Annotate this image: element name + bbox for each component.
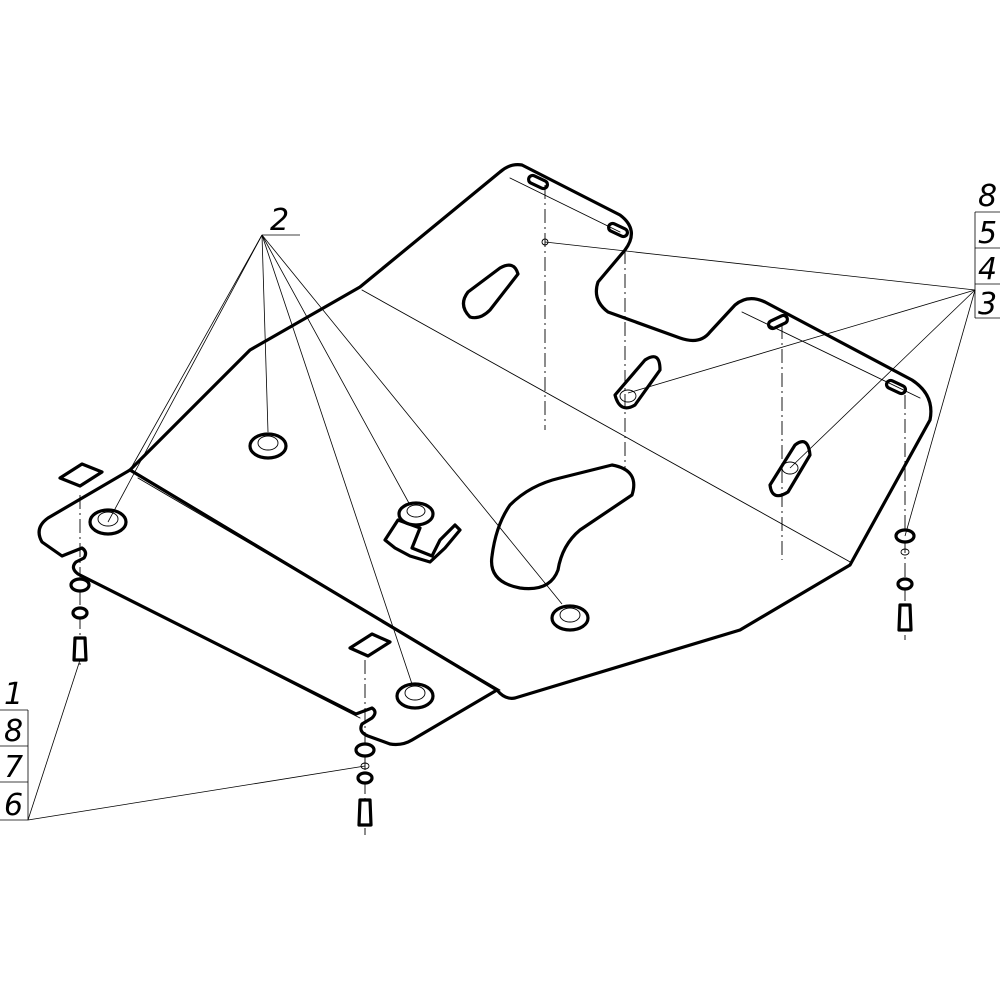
callout-label-3: 3: [978, 287, 997, 322]
flange-tab-center: [348, 632, 392, 658]
flange-inner-edge: [89, 579, 361, 719]
fastener-washer-1: [248, 432, 288, 460]
edge-slot-right-1: [766, 313, 790, 331]
slot-bolt-1: [619, 389, 637, 403]
bend-line-right-edge: [741, 311, 921, 399]
skid-plate-upper-outline: [128, 163, 933, 700]
callout-label-5: 5: [978, 216, 997, 251]
callout-stack-right: 8 5 4 3: [974, 179, 1000, 322]
flange-tab-left: [58, 462, 104, 488]
flange-bend-line: [137, 477, 501, 691]
slot-cutout-right-2: [768, 440, 812, 498]
slot-cutout-right-1: [613, 355, 662, 410]
callout-label-4: 4: [978, 252, 997, 287]
leader-lines-right-stack: [544, 241, 976, 537]
fastener-washer-3: [550, 604, 590, 632]
callout-label-8-right: 8: [978, 179, 997, 214]
fastener-stack-left: [69, 577, 91, 662]
callout-stack-left: 1 8 7 6: [0, 677, 29, 823]
edge-slot-top-2: [606, 221, 630, 239]
bend-line-upper-edge: [509, 177, 621, 233]
slot-bolt-2: [781, 461, 799, 475]
edge-slot-top-1: [526, 173, 550, 191]
slot-cutout-upper: [461, 263, 520, 320]
callout-label-7: 7: [4, 750, 23, 785]
leader-lines-item-2: [107, 234, 563, 685]
callout-label-8-left: 8: [4, 714, 23, 749]
fastener-stack-bottom: [354, 742, 376, 827]
large-cutout-center: [489, 463, 636, 591]
leader-lines-left-stack: [27, 659, 366, 821]
fastener-washer-4: [395, 682, 435, 710]
mounting-bracket: [383, 501, 462, 564]
bend-line-main: [361, 289, 853, 564]
skid-plate-front-flange: [37, 468, 499, 747]
edge-slot-right-2: [884, 378, 908, 396]
callout-label-6: 6: [4, 788, 23, 823]
fastener-washer-2: [88, 508, 128, 536]
callout-label-2: 2: [270, 203, 289, 238]
callout-label-1: 1: [4, 677, 23, 712]
